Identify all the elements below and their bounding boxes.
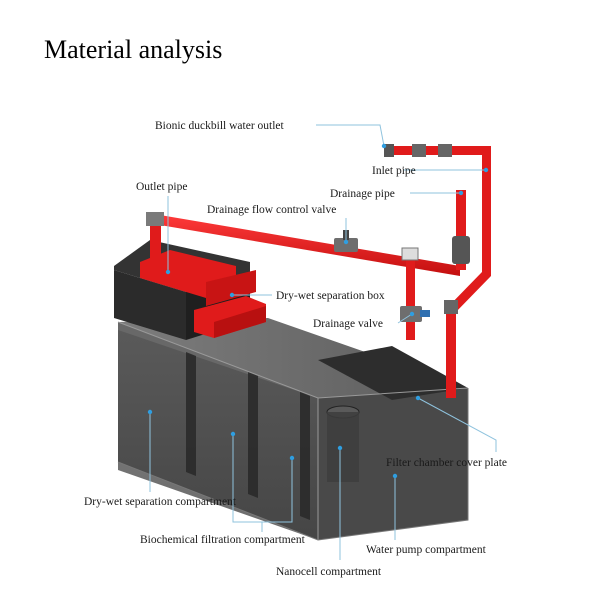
drainage-valve-outlet (406, 322, 415, 340)
dot-dry-wet-compartment (147, 409, 153, 415)
nanocell-body (327, 412, 359, 482)
label-drainage-pipe: Drainage pipe (330, 188, 395, 200)
tank-front (118, 330, 318, 540)
flow-control-valve (334, 238, 358, 252)
filter-tank (117, 318, 469, 541)
outlet-elbow (146, 212, 164, 226)
dot-outlet (165, 269, 171, 275)
dot-biochemical-1 (230, 431, 236, 437)
drainage-valve-pipe (406, 254, 415, 318)
outlet-pipe-run (154, 214, 460, 276)
dot-duckbill (381, 143, 387, 149)
cover-plate (318, 346, 468, 400)
dot-flow-valve (343, 239, 349, 245)
inlet-drop (446, 306, 456, 398)
dot-cover-plate (415, 395, 421, 401)
dot-biochemical-2 (289, 455, 295, 461)
leader-duckbill (316, 124, 385, 147)
label-inlet: Inlet pipe (372, 165, 416, 177)
label-pump: Water pump compartment (366, 544, 487, 556)
partition-2 (248, 372, 258, 498)
box-front (114, 270, 186, 340)
page-title: Material analysis (44, 35, 222, 64)
leader-cover-plate (417, 397, 497, 452)
dot-nanocell (337, 445, 343, 451)
leader-lines (147, 124, 497, 560)
label-cover-plate: Filter chamber cover plate (386, 457, 507, 469)
dot-drainage-valve (409, 311, 415, 317)
label-nanocell: Nanocell compartment (276, 566, 382, 578)
tank-edge-bottom (117, 388, 469, 541)
pipe-system (146, 144, 491, 398)
label-duckbill: Bionic duckbill water outlet (155, 120, 285, 132)
leader-drainage-valve (397, 313, 413, 324)
label-dry-wet-compartment: Dry-wet separation compartment (84, 496, 237, 508)
partition-3 (300, 392, 310, 520)
dot-inlet (483, 167, 489, 173)
label-flow-valve: Drainage flow control valve (207, 204, 336, 216)
duckbill-nozzle (384, 144, 394, 157)
red-tray-side (206, 270, 256, 306)
duckbill-joint-1 (412, 144, 426, 157)
duckbill-joint-2 (438, 144, 452, 157)
partition-1 (186, 352, 196, 476)
duckbill-pipe (386, 146, 486, 155)
outlet-pipe-drop (150, 214, 161, 260)
label-outlet: Outlet pipe (136, 181, 187, 193)
dot-separation-box (229, 292, 235, 298)
drainage-pipe (456, 190, 466, 270)
labels: Bionic duckbill water outlet Inlet pipe … (84, 120, 507, 578)
label-biochemical: Biochemical filtration compartment (140, 534, 306, 546)
drainage-valve-handle (420, 310, 430, 317)
dot-pump (392, 473, 398, 479)
dry-wet-box (114, 240, 266, 340)
dot-drainage-pipe (458, 190, 464, 196)
label-drainage-valve: Drainage valve (313, 318, 383, 330)
inlet-elbow (444, 300, 458, 314)
inlet-pipe (482, 146, 491, 276)
drainage-valve-top (401, 247, 419, 261)
label-separation-box: Dry-wet separation box (276, 290, 385, 302)
drainage-union (452, 236, 470, 264)
red-tray-lower-side (214, 306, 266, 338)
